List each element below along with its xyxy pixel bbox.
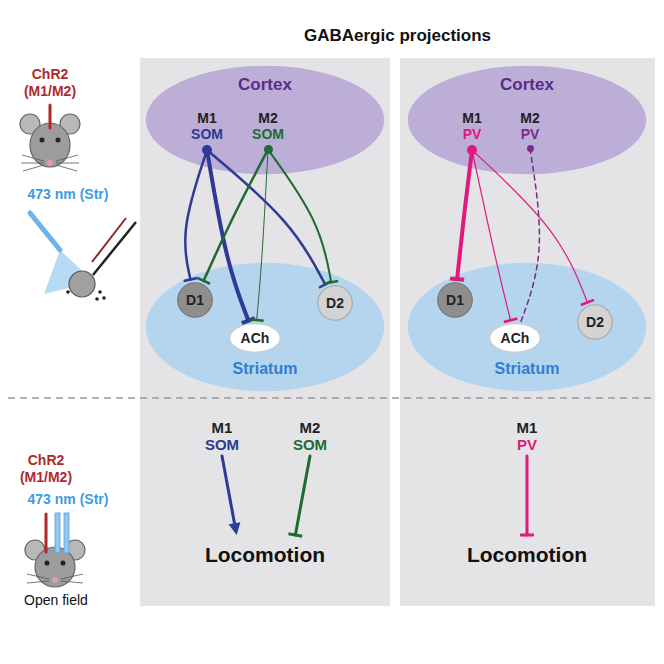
node-text: SOM — [191, 126, 223, 142]
node-text: D2 — [586, 314, 604, 330]
cell-circle: ACh — [489, 323, 541, 353]
edge-group — [288, 456, 310, 536]
neuron-group: M1PV — [450, 110, 494, 158]
cell-circle: D2 — [577, 304, 613, 340]
neuron-group: M2SOM — [246, 110, 290, 158]
node-text: Cortex — [500, 75, 554, 94]
node-text: SOM — [293, 436, 327, 453]
cell-circle: D1 — [177, 282, 213, 318]
inhibition-bar — [288, 534, 302, 537]
inhibition-bar — [450, 278, 464, 279]
region-ellipse: M1SOMM2SOMCortex — [145, 65, 385, 175]
edge-group — [184, 150, 207, 281]
divider-line — [8, 397, 655, 399]
neuron-group: M1PV — [503, 418, 551, 454]
condition-label: Open field — [6, 592, 106, 609]
node-text: Cortex — [238, 75, 292, 94]
node-text: SOM — [205, 436, 239, 453]
node-text: M1 — [212, 419, 233, 436]
node-text: M2 — [520, 110, 539, 126]
panel-background — [140, 58, 390, 606]
behavior-label: Locomotion — [190, 538, 340, 570]
recording-illustration — [30, 213, 136, 301]
region-ellipse: M1PVM2PVCortex — [407, 65, 647, 175]
edge-group — [450, 150, 472, 280]
neuron-group: M2SOM — [286, 418, 334, 454]
node-text: PV — [517, 436, 537, 453]
node-text: PV — [463, 126, 482, 142]
inhibition-bar — [250, 319, 264, 320]
method-label: ChR2 (M1/M2) — [10, 66, 90, 100]
soma-dot — [264, 145, 273, 154]
node-text: Striatum — [233, 360, 298, 378]
node-text: M2 — [300, 419, 321, 436]
node-text: PV — [521, 126, 540, 142]
diagram-title: GABAergic projections — [140, 26, 655, 46]
panel-background — [400, 58, 655, 606]
node-text: Locomotion — [467, 543, 587, 566]
projection-line — [526, 456, 529, 535]
soma-dot — [527, 145, 534, 152]
node-text: Locomotion — [205, 543, 325, 566]
node-text: M1 — [517, 419, 538, 436]
node-text: ACh — [241, 330, 270, 346]
method-label: ChR2 (M1/M2) — [6, 452, 86, 486]
region-ellipse: D1ACh D2Striatum — [407, 262, 647, 392]
node-text: SOM — [252, 126, 284, 142]
arrow-head — [229, 522, 241, 535]
cell-circle: ACh — [229, 323, 281, 353]
cell-circle: D1 — [437, 282, 473, 318]
soma-dot — [202, 145, 212, 155]
node-text: M1 — [197, 110, 216, 126]
soma-dot — [467, 145, 477, 155]
neuron-group: M1SOM — [185, 110, 229, 158]
mouse-illustration — [20, 105, 80, 171]
edge-group — [222, 456, 240, 535]
edge-group — [520, 456, 534, 535]
node-text: D1 — [446, 292, 464, 308]
node-text: ACh — [501, 330, 530, 346]
method-label: 473 nm (Str) — [6, 186, 130, 203]
method-label: 473 nm (Str) — [6, 491, 130, 508]
projection-line — [295, 456, 310, 535]
node-text: M2 — [258, 110, 277, 126]
node-text: D1 — [186, 292, 204, 308]
cell-circle: D2 — [317, 285, 353, 321]
behavior-label: Locomotion — [452, 538, 602, 570]
region-ellipse: D1ACh D2Striatum — [145, 262, 385, 392]
neuron-group: M2PV — [508, 110, 552, 158]
neuron-group: M1SOM — [198, 418, 246, 454]
node-text: M1 — [462, 110, 481, 126]
node-text: Striatum — [495, 360, 560, 378]
mouse-illustration — [25, 513, 85, 587]
node-text: D2 — [326, 295, 344, 311]
projection-line — [185, 150, 207, 279]
inhibition-bar — [520, 534, 534, 537]
projection-line — [457, 150, 472, 279]
projection-line — [222, 456, 235, 525]
